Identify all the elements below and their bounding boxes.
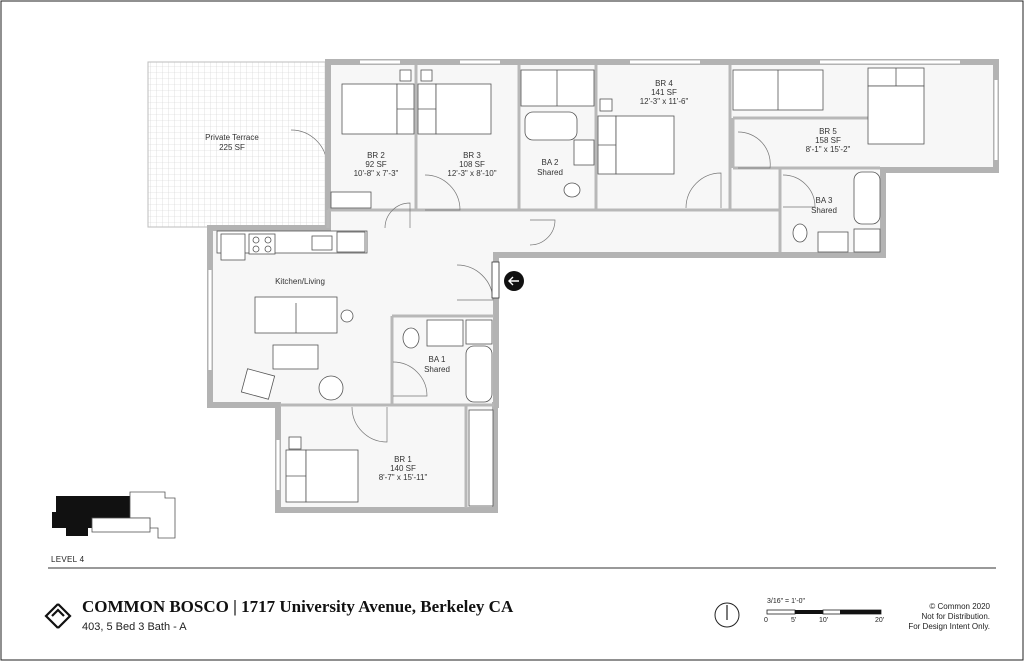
br1-dims: 8'-7" x 15'-11" [379,473,428,482]
br2-area: 92 SF [365,160,386,169]
ba2-name: BA 2 [542,158,559,167]
scale-tick-0: 0 [764,617,768,624]
copyright-notes: © Common 2020 Not for Distribution. For … [908,602,990,632]
ba3-note: Shared [811,206,837,215]
br3-dims: 12'-3" x 8'-10" [447,169,496,178]
scale-ratio: 3/16" = 1'-0" [767,598,806,605]
br5-name: BR 5 [819,127,837,136]
interior-walls [280,65,880,508]
br2-name: BR 2 [367,151,385,160]
common-logo-icon [44,603,72,629]
windows [208,60,998,490]
br4-dims: 12'-3" x 11'-6" [640,97,689,106]
terrace-area: 225 SF [219,143,245,152]
ba3-name: BA 3 [816,196,833,205]
br4-area: 141 SF [651,88,677,97]
level-label: LEVEL 4 [51,555,85,564]
private-terrace [147,61,329,228]
br3-area: 108 SF [459,160,485,169]
distribution-line: Not for Distribution. [921,612,990,621]
scale-bar [766,609,882,615]
br3-name: BR 3 [463,151,481,160]
br4-name: BR 4 [655,79,673,88]
scale-tick-20: 20' [875,617,885,624]
ba2-note: Shared [537,168,563,177]
br1-area: 140 SF [390,464,416,473]
arrow-left-icon [491,261,524,299]
br1-name: BR 1 [394,455,412,464]
br5-area: 158 SF [815,136,841,145]
ba1-note: Shared [424,365,450,374]
key-plan [52,491,176,539]
north-arrow-icon [714,602,740,628]
copyright-line: © Common 2020 [929,602,990,611]
br2-dims: 10'-8" x 7'-3" [354,169,399,178]
fixtures [216,67,925,507]
design-intent-line: For Design Intent Only. [908,622,990,631]
br5-dims: 8'-1" x 15'-2" [806,145,851,154]
terrace-name: Private Terrace [205,133,259,142]
ba1-name: BA 1 [429,355,446,364]
kitchen-name: Kitchen/Living [275,277,325,286]
scale-tick-10: 10' [819,617,829,624]
scale-tick-5: 5' [791,617,797,624]
unit-subtitle: 403, 5 Bed 3 Bath - A [82,621,187,633]
project-title: COMMON BOSCO | 1717 University Avenue, B… [82,597,514,616]
